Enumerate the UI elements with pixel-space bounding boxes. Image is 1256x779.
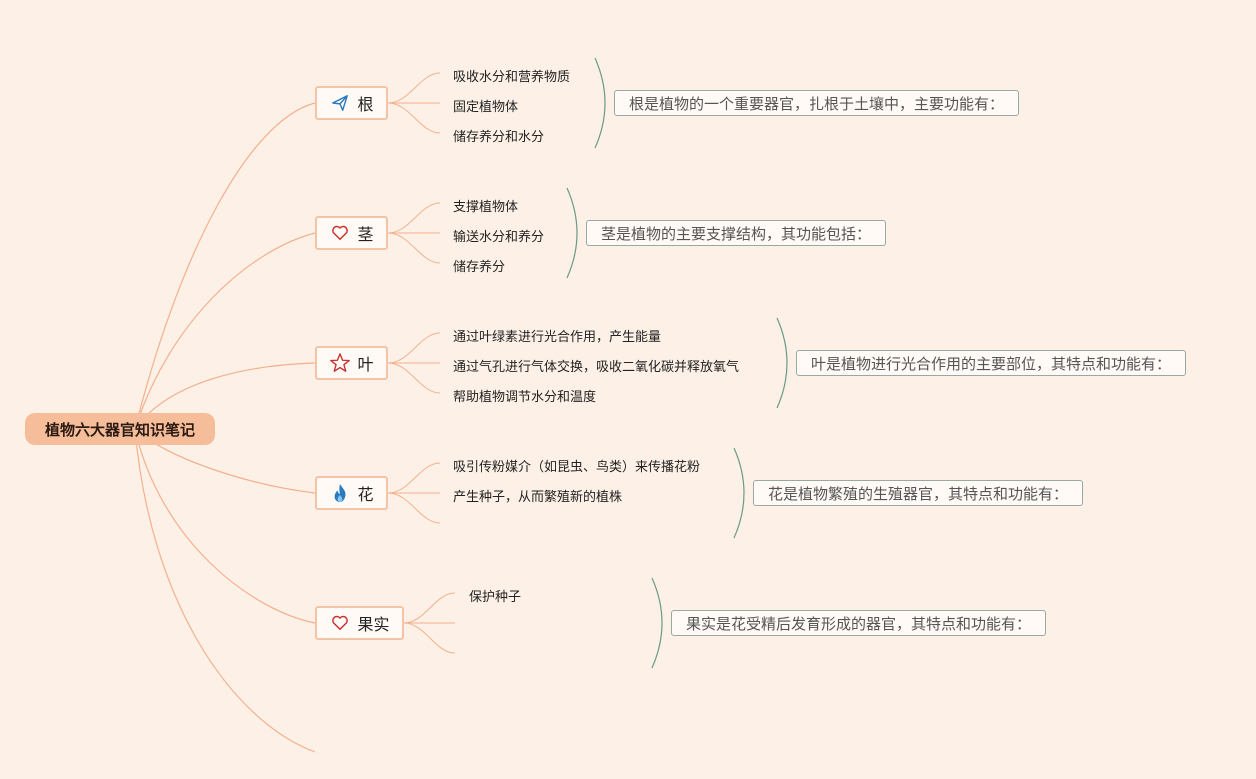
topic-item[interactable]: 储存养分和水分 [453, 130, 545, 145]
summary-box[interactable]: 根是植物的一个重要器官，扎根于土壤中，主要功能有： [614, 90, 1020, 116]
topic-item[interactable]: 吸引传粉媒介（如昆虫、鸟类）来传播花粉 [453, 460, 701, 475]
topic-item[interactable]: 固定植物体 [453, 100, 519, 115]
topic-item[interactable]: 支撑植物体 [453, 200, 519, 215]
topic-item[interactable]: 吸收水分和营养物质 [453, 70, 571, 85]
heart-icon [329, 222, 351, 244]
paper-plane-icon [329, 92, 351, 114]
root-node[interactable]: 植物六大器官知识笔记 [25, 413, 215, 445]
topic-fruit[interactable]: 果实 [315, 606, 404, 640]
flame-icon [329, 482, 351, 504]
topic-item[interactable]: 储存养分 [453, 260, 506, 275]
topic-flower[interactable]: 花 [315, 476, 388, 510]
root-label: 植物六大器官知识笔记 [44, 420, 195, 439]
topic-label: 根 [357, 95, 374, 114]
topic-item[interactable]: 通过气孔进行气体交换，吸收二氧化碳并释放氧气 [453, 360, 740, 375]
topic-item[interactable]: 保护种子 [469, 590, 522, 605]
topic-label: 茎 [357, 225, 374, 244]
topic-item[interactable]: 产生种子，从而繁殖新的植株 [453, 490, 623, 505]
star-icon [329, 352, 351, 374]
summary-box[interactable]: 茎是植物的主要支撑结构，其功能包括： [586, 220, 887, 246]
topic-leaf[interactable]: 叶 [315, 346, 388, 380]
summary-box[interactable]: 叶是植物进行光合作用的主要部位，其特点和功能有： [796, 350, 1187, 376]
topic-stem[interactable]: 茎 [315, 216, 388, 250]
summary-box[interactable]: 花是植物繁殖的生殖器官，其特点和功能有： [753, 480, 1084, 506]
topic-item[interactable]: 输送水分和养分 [453, 230, 545, 245]
topic-item[interactable]: 通过叶绿素进行光合作用，产生能量 [453, 330, 662, 345]
summary-box[interactable]: 果实是花受精后发育形成的器官，其特点和功能有： [671, 610, 1047, 636]
topic-label: 花 [357, 485, 374, 504]
heart-icon [329, 612, 351, 634]
topic-label: 果实 [357, 615, 390, 634]
topic-item[interactable]: 帮助植物调节水分和温度 [453, 390, 597, 405]
topic-label: 叶 [357, 355, 374, 374]
topic-root-organ[interactable]: 根 [315, 86, 388, 120]
